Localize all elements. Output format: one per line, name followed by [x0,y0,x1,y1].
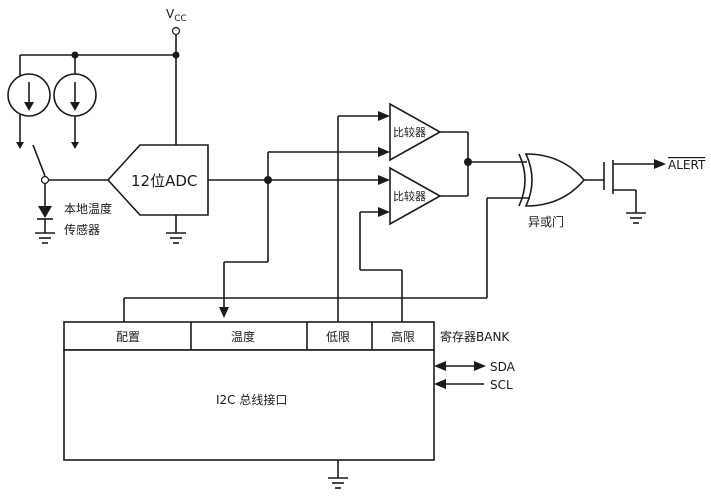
arrow-head-icon [378,147,390,157]
arrow-head-icon [16,142,24,149]
vcc-terminal [171,26,181,36]
xor-gate-shape [524,153,586,207]
register-high-limit: 高限 [391,329,415,344]
alert-label: ALERT [668,158,706,172]
arrow-head-icon [434,379,446,389]
register-config: 配置 [116,330,140,344]
comparator-lower: 比较器 [389,166,442,226]
vcc-supply: VCC [20,7,187,145]
switch-blade [32,144,46,177]
sda-label: SDA [490,360,516,374]
local-temp-sensor: 本地温度 传感器 [35,184,112,244]
xor-gate-label: 异或门 [528,214,564,229]
arrow-head-icon [378,175,390,185]
sensor-label-line1: 本地温度 [64,201,112,216]
arrow-head-icon [434,361,446,371]
current-sources [7,55,97,149]
bus-pins: SDA SCL [434,360,516,392]
comparator-upper-shape [389,102,442,162]
diode-icon [38,206,52,218]
selector-switch [32,144,50,185]
arrow-head-icon [474,361,486,371]
arrow-head-icon [378,111,390,121]
arrow-head-icon [219,307,229,318]
i2c-block [63,349,435,461]
adc-label: 12位ADC [131,172,197,190]
junction-dot [172,51,180,59]
scl-label: SCL [490,378,513,392]
i2c-interface: I2C 总线接口 [63,349,435,489]
comparator-upper: 比较器 [389,102,442,162]
arrow-head-icon [378,207,390,217]
i2c-label: I2C 总线接口 [216,392,287,407]
register-bank: 配置 温度 低限 高限 寄存器BANK [63,321,510,351]
adc-block: 12位ADC [106,144,209,244]
comparator-upper-label: 比较器 [393,125,426,139]
sensor-label-line2: 传感器 [64,222,100,237]
comparator-lower-label: 比较器 [393,189,426,203]
comparator-lower-shape [389,166,442,226]
register-bank-title: 寄存器BANK [440,329,510,344]
xor-gate: 异或门 [518,153,586,229]
register-low-limit: 低限 [326,330,350,344]
arrow-head-icon [71,142,79,149]
xor-gate-back-curve [518,153,526,207]
open-drain-transistor [603,160,646,224]
arrow-head-icon [654,159,666,169]
register-temperature: 温度 [231,329,255,344]
arrow-head-icon [70,102,80,111]
arrow-head-icon [24,102,34,111]
switch-pivot [40,175,50,185]
vcc-label: VCC [166,7,187,24]
